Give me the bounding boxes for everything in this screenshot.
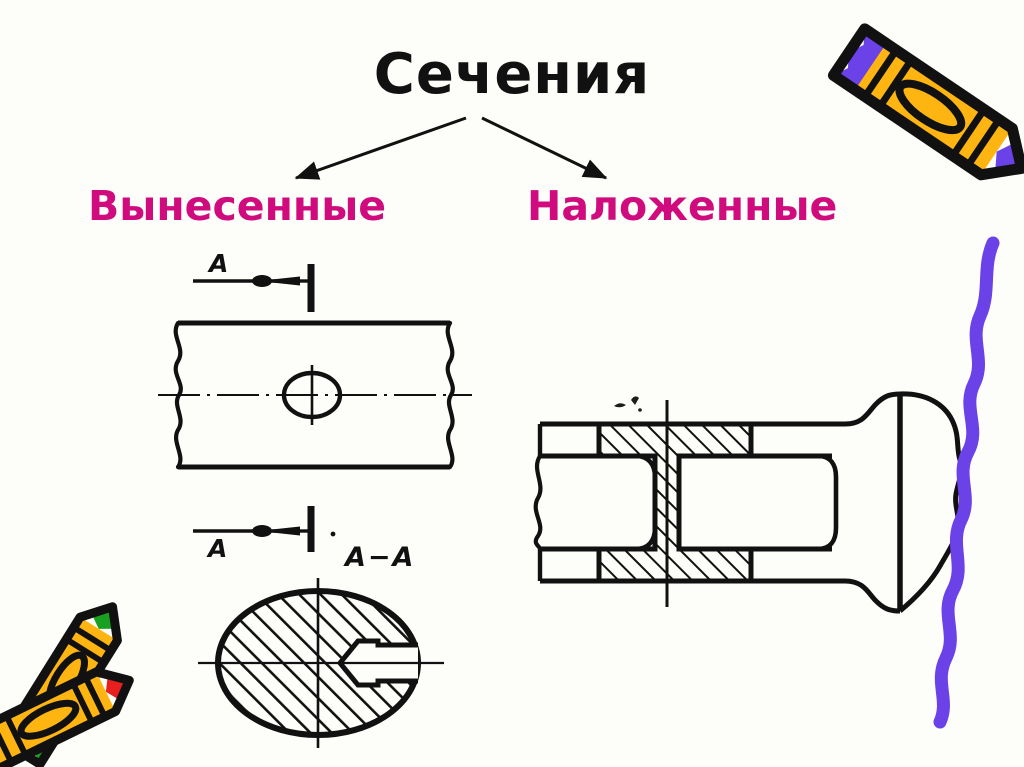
crayon-purple-tip [827,23,1024,181]
section-letter-bottom: A [206,534,227,563]
branch-label-superimposed: Наложенные [527,182,838,230]
ink-smudge [614,396,642,412]
page-title: Сечения [373,42,651,107]
flange-break-line [898,391,964,613]
branch-label-removed: Вынесенные [88,182,387,230]
shaft-view [158,320,472,470]
crayon-red-tip [0,667,134,767]
section-view-label: A−A [343,542,415,573]
section-marker-top [193,264,315,312]
section-view-aa [198,578,444,748]
superimposed-section-outline [596,421,754,584]
section-letter-top: A [207,249,228,278]
purple-squiggle [933,236,1000,729]
section-marker-bottom [193,506,336,552]
